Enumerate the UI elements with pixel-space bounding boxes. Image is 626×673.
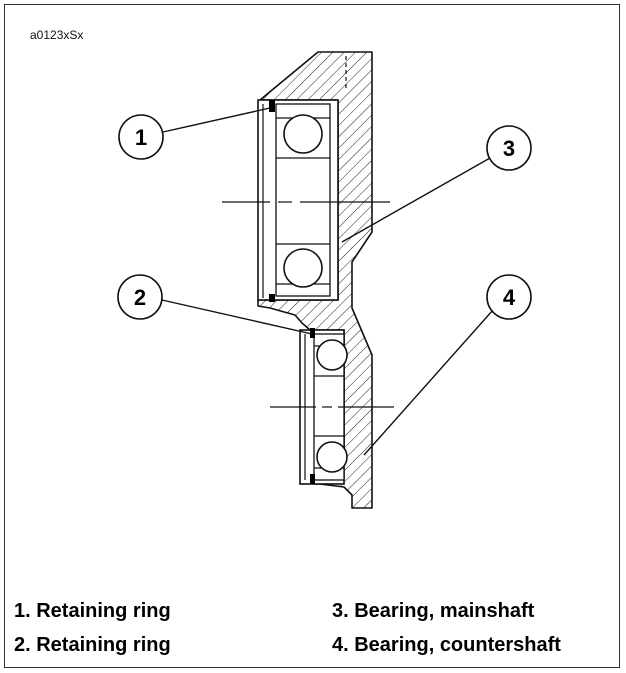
figure-id: a0123xSx [30, 28, 84, 42]
svg-text:3: 3 [503, 136, 515, 161]
callout-3: 3 [486, 125, 532, 171]
centerlines [222, 201, 394, 408]
retaining-ring-1 [269, 100, 275, 112]
svg-text:1: 1 [135, 125, 147, 150]
svg-text:2: 2 [134, 285, 146, 310]
callout-1: 1 [118, 114, 164, 160]
legend-item-1: 1. Retaining ring [14, 600, 171, 622]
mainshaft-bearing [257, 99, 339, 302]
legend-item-4: 4. Bearing, countershaft [332, 634, 561, 656]
retaining-ring-2 [310, 328, 315, 338]
legend-item-2: 2. Retaining ring [14, 634, 171, 656]
figure-frame [4, 4, 620, 668]
countershaft-bearing [299, 328, 348, 485]
callout-2: 2 [117, 274, 163, 320]
legend-item-3: 3. Bearing, mainshaft [332, 600, 535, 622]
leader-lines [161, 107, 494, 456]
callout-4: 4 [486, 274, 532, 320]
svg-text:4: 4 [503, 285, 516, 310]
